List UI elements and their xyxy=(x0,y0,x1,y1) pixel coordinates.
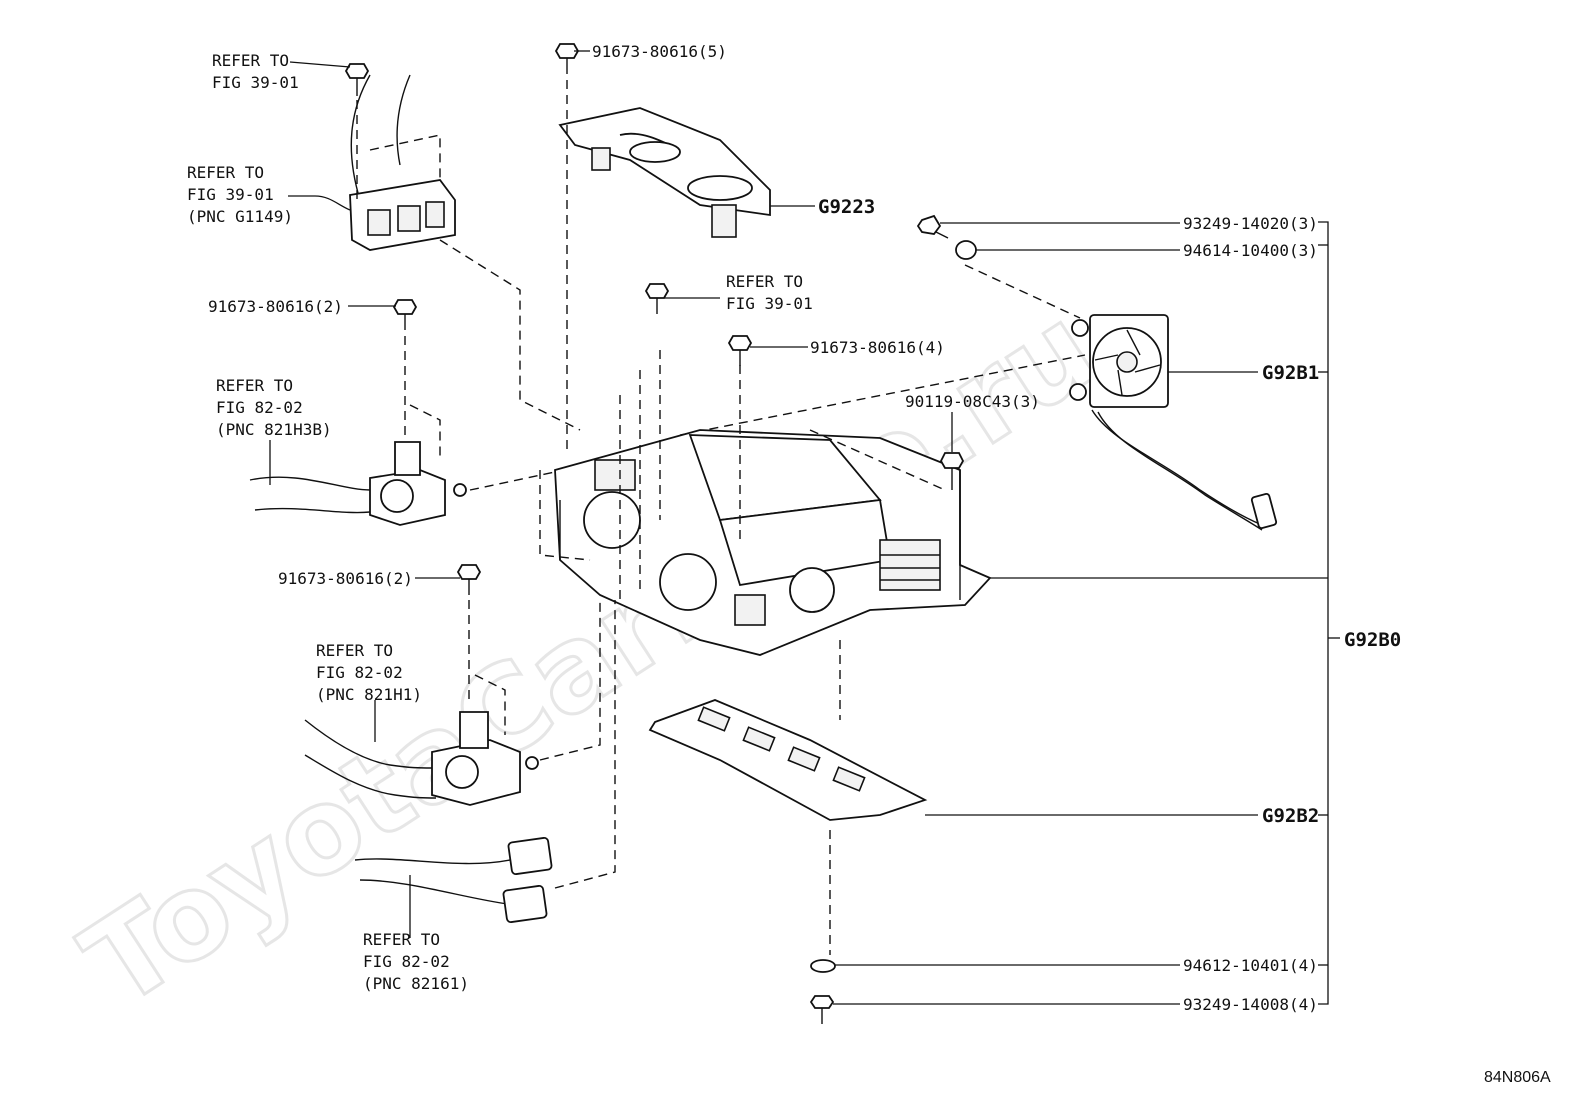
part-number-label: 93249-14008(4) xyxy=(1183,995,1318,1014)
reference-text: (PNC 821H3B) xyxy=(216,420,332,439)
bolt-icon xyxy=(456,564,482,705)
screw-icon xyxy=(809,995,835,1024)
part-number-label: 93249-14020(3) xyxy=(1183,214,1318,233)
part-number-label: 94614-10400(3) xyxy=(1183,241,1318,260)
part-code-label: G92B2 xyxy=(1262,805,1319,827)
washer-icon xyxy=(810,959,836,973)
reference-text: FIG 82-02 xyxy=(316,663,403,682)
part-number-label: 90119-08C43(3) xyxy=(905,392,1040,411)
reference-text: REFER TO xyxy=(726,272,803,291)
part-number-label: 94612-10401(4) xyxy=(1183,956,1318,975)
harness-assembly xyxy=(354,600,616,924)
inverter-assembly xyxy=(539,350,992,656)
reference-text: REFER TO xyxy=(187,163,264,182)
part-number-label: 91673-80616(4) xyxy=(810,338,945,357)
reference-text: REFER TO xyxy=(363,930,440,949)
reference-text: FIG 39-01 xyxy=(212,73,299,92)
reference-text: (PNC G1149) xyxy=(187,207,293,226)
reference-text: FIG 39-01 xyxy=(187,185,274,204)
hose-upper-assembly xyxy=(249,404,556,526)
part-code-label: G92B0 xyxy=(1344,629,1401,651)
hose-lower-assembly xyxy=(304,600,601,806)
reference-text: REFER TO xyxy=(316,641,393,660)
screw-icon xyxy=(916,214,949,239)
reference-text: (PNC 82161) xyxy=(363,974,469,993)
bolt-icon xyxy=(644,283,670,314)
bolt-icon xyxy=(392,299,418,440)
part-number-label: 91673-80616(2) xyxy=(278,569,413,588)
cover-part xyxy=(648,640,928,955)
reference-text: FIG 82-02 xyxy=(363,952,450,971)
gasket-part xyxy=(558,107,771,238)
bolt-icon xyxy=(727,335,753,366)
part-number-label: 91673-80616(2) xyxy=(208,297,343,316)
bolt-icon xyxy=(939,452,965,490)
bolt-icon xyxy=(344,63,370,200)
part-number-label: 91673-80616(5) xyxy=(592,42,727,61)
bracket-lines xyxy=(990,221,1340,1005)
reference-text: REFER TO xyxy=(212,51,289,70)
bolt-icon xyxy=(554,43,580,450)
part-code-label: G9223 xyxy=(818,196,875,218)
reference-text: REFER TO xyxy=(216,376,293,395)
figure-code: 84N806A xyxy=(1484,1069,1551,1086)
connector-assembly xyxy=(349,74,581,431)
leader-lines xyxy=(269,50,1258,1005)
fan-assembly xyxy=(679,264,1278,531)
reference-text: (PNC 821H1) xyxy=(316,685,422,704)
part-code-label: G92B1 xyxy=(1262,362,1319,384)
reference-text: FIG 39-01 xyxy=(726,294,813,313)
reference-text: FIG 82-02 xyxy=(216,398,303,417)
washer-icon xyxy=(955,240,977,260)
